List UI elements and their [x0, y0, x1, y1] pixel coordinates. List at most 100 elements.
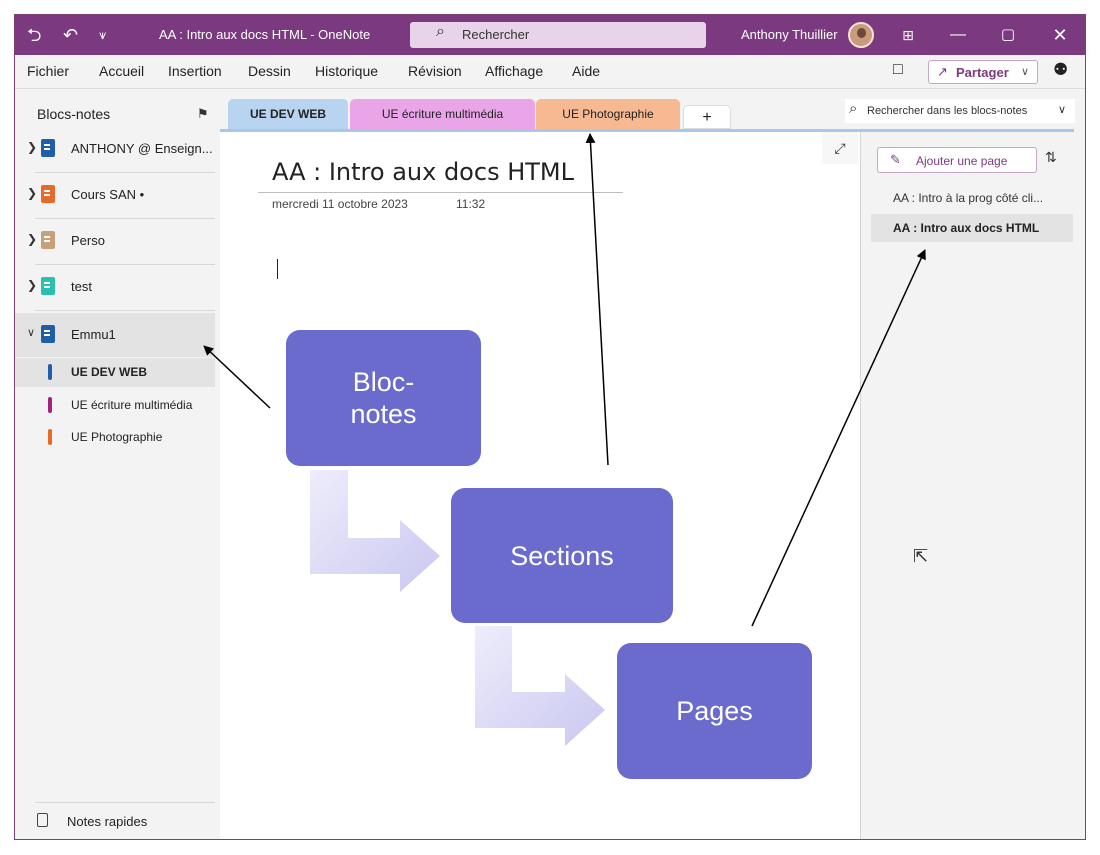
- onenote-window: ⮌ ↶ ⩛ AA : Intro aux docs HTML - OneNote…: [14, 14, 1086, 840]
- diagram-box-pages: Pages: [617, 643, 812, 779]
- feedback-person-icon[interactable]: ⚉: [1053, 60, 1069, 79]
- notebook-perso[interactable]: ❯ Perso: [15, 219, 220, 263]
- notebook-emmu1[interactable]: ∨ Emmu1: [15, 313, 215, 357]
- maximize-icon[interactable]: ▢: [1000, 26, 1016, 43]
- global-search-box[interactable]: ⌕ Rechercher: [410, 22, 706, 48]
- mouse-pointer-icon: ⇱: [913, 546, 929, 566]
- section-label: UE écriture multimédia: [71, 398, 193, 412]
- notebook-icon: [41, 277, 55, 295]
- menu-dessin[interactable]: Dessin: [248, 63, 291, 79]
- notebook-label: Cours SAN •: [71, 187, 145, 202]
- divider: [35, 218, 215, 219]
- diagram-box-label: Pages: [676, 696, 753, 726]
- search-icon: ⌕: [436, 23, 445, 40]
- section-label: UE Photographie: [71, 430, 163, 444]
- page-item-intro-html[interactable]: AA : Intro aux docs HTML: [871, 214, 1073, 242]
- section-color-mark: [48, 397, 52, 413]
- add-page-label: Ajouter une page: [916, 154, 1008, 168]
- share-button[interactable]: ↗ Partager ∨: [928, 60, 1038, 84]
- tab-ue-dev-web[interactable]: UE DEV WEB: [228, 99, 348, 129]
- notebook-anthony[interactable]: ❯ ANTHONY @ Enseign...: [15, 127, 220, 171]
- menu-affichage[interactable]: Affichage: [485, 63, 544, 79]
- menu-historique[interactable]: Historique: [315, 63, 379, 79]
- chevron-right-icon[interactable]: ❯: [27, 186, 38, 200]
- diagram-box-notebooks: Bloc- notes: [286, 330, 481, 466]
- global-search-placeholder: Rechercher: [462, 27, 530, 42]
- page-title[interactable]: AA : Intro aux docs HTML: [272, 158, 574, 186]
- notebook-icon: [41, 185, 55, 203]
- menu-fichier[interactable]: Fichier: [27, 63, 70, 79]
- page-date: mercredi 11 octobre 2023: [272, 197, 408, 211]
- tab-ue-photographie[interactable]: UE Photographie: [536, 99, 680, 129]
- section-color-mark: [48, 364, 52, 380]
- expand-icon[interactable]: ⤢: [822, 132, 858, 164]
- back-icon[interactable]: ⮌: [27, 25, 42, 45]
- notebook-icon: [41, 231, 55, 249]
- divider: [35, 172, 215, 173]
- close-icon[interactable]: ✕: [1052, 25, 1068, 45]
- ribbon-display-icon[interactable]: ⊞: [902, 27, 914, 43]
- section-label: UE DEV WEB: [71, 365, 148, 379]
- share-label: Partager: [956, 65, 1009, 80]
- quick-notes-link[interactable]: Notes rapides: [35, 802, 215, 839]
- notebook-search-placeholder: Rechercher dans les blocs-notes: [867, 105, 1028, 117]
- menu-insertion[interactable]: Insertion: [168, 63, 222, 79]
- text-caret: [277, 259, 278, 279]
- undo-icon[interactable]: ↶: [63, 25, 79, 45]
- add-page-button[interactable]: ✎ Ajouter une page: [877, 147, 1037, 173]
- divider: [35, 310, 215, 311]
- quick-notes-label: Notes rapides: [67, 814, 148, 829]
- notebooks-header: Blocs-notes: [37, 106, 111, 122]
- chevron-down-icon[interactable]: ∨: [1058, 104, 1067, 116]
- minimize-icon[interactable]: —: [950, 26, 966, 43]
- quick-notes-icon: [37, 813, 48, 827]
- notebook-icon: [41, 325, 55, 343]
- section-color-mark: [48, 429, 52, 445]
- title-divider: [258, 192, 623, 193]
- search-icon: ⌕: [849, 100, 858, 117]
- page-time: 11:32: [456, 197, 486, 211]
- divider: [35, 264, 215, 265]
- chevron-right-icon[interactable]: ❯: [27, 232, 38, 246]
- add-section-button[interactable]: +: [683, 105, 731, 129]
- notebook-label: test: [71, 279, 92, 294]
- notebook-label: ANTHONY @ Enseign...: [71, 141, 213, 156]
- notebook-icon: [41, 139, 55, 157]
- notebooks-panel: Blocs-notes ⚑ ❯ ANTHONY @ Enseign... ❯ C…: [15, 90, 220, 839]
- notebook-test[interactable]: ❯ test: [15, 265, 220, 309]
- diagram-box-label: Bloc- notes: [350, 367, 417, 429]
- notebook-search-box[interactable]: ⌕ Rechercher dans les blocs-notes ∨: [845, 99, 1075, 123]
- chevron-right-icon[interactable]: ❯: [27, 140, 38, 154]
- share-icon: ↗: [937, 64, 948, 79]
- title-bar: ⮌ ↶ ⩛ AA : Intro aux docs HTML - OneNote…: [15, 15, 1085, 55]
- tab-ue-ecriture-multimedia[interactable]: UE écriture multimédia: [350, 99, 535, 129]
- sort-icon[interactable]: ⇅: [1045, 149, 1057, 165]
- page-item-label: AA : Intro aux docs HTML: [893, 221, 1040, 235]
- avatar[interactable]: [848, 22, 874, 48]
- notebook-label: Perso: [71, 233, 105, 248]
- menu-accueil[interactable]: Accueil: [99, 63, 145, 79]
- add-page-icon: ✎: [890, 152, 901, 167]
- diagram-box-sections: Sections: [451, 488, 673, 623]
- section-ue-photographie[interactable]: UE Photographie: [15, 423, 215, 452]
- menu-bar: Fichier Accueil Insertion Dessin Histori…: [15, 55, 1085, 89]
- chevron-down-icon[interactable]: ∨: [1021, 66, 1030, 78]
- menu-revision[interactable]: Révision: [408, 63, 462, 79]
- notebook-label: Emmu1: [71, 327, 116, 342]
- sticky-note-icon[interactable]: □: [893, 61, 903, 78]
- pages-panel: ✎ Ajouter une page ⇅ AA : Intro à la pro…: [860, 132, 1074, 839]
- chevron-down-icon[interactable]: ∨: [27, 327, 36, 339]
- section-tabs: UE DEV WEB UE écriture multimédia UE Pho…: [220, 99, 840, 129]
- notebook-cours-san[interactable]: ❯ Cours SAN •: [15, 173, 220, 217]
- page-item-label: AA : Intro à la prog côté cli...: [893, 191, 1044, 205]
- quick-access-chevron-icon[interactable]: ⩛: [99, 27, 107, 42]
- chevron-right-icon[interactable]: ❯: [27, 278, 38, 292]
- menu-aide[interactable]: Aide: [572, 63, 601, 79]
- user-name[interactable]: Anthony Thuillier: [741, 27, 838, 42]
- pin-icon[interactable]: ⚑: [197, 106, 209, 121]
- page-item-intro-prog[interactable]: AA : Intro à la prog côté cli...: [871, 184, 1073, 212]
- section-ue-ecriture-multimedia[interactable]: UE écriture multimédia: [15, 391, 215, 420]
- document-title: AA : Intro aux docs HTML - OneNote: [159, 27, 371, 42]
- section-ue-dev-web[interactable]: UE DEV WEB: [15, 358, 215, 387]
- tab-underline: [220, 129, 1074, 132]
